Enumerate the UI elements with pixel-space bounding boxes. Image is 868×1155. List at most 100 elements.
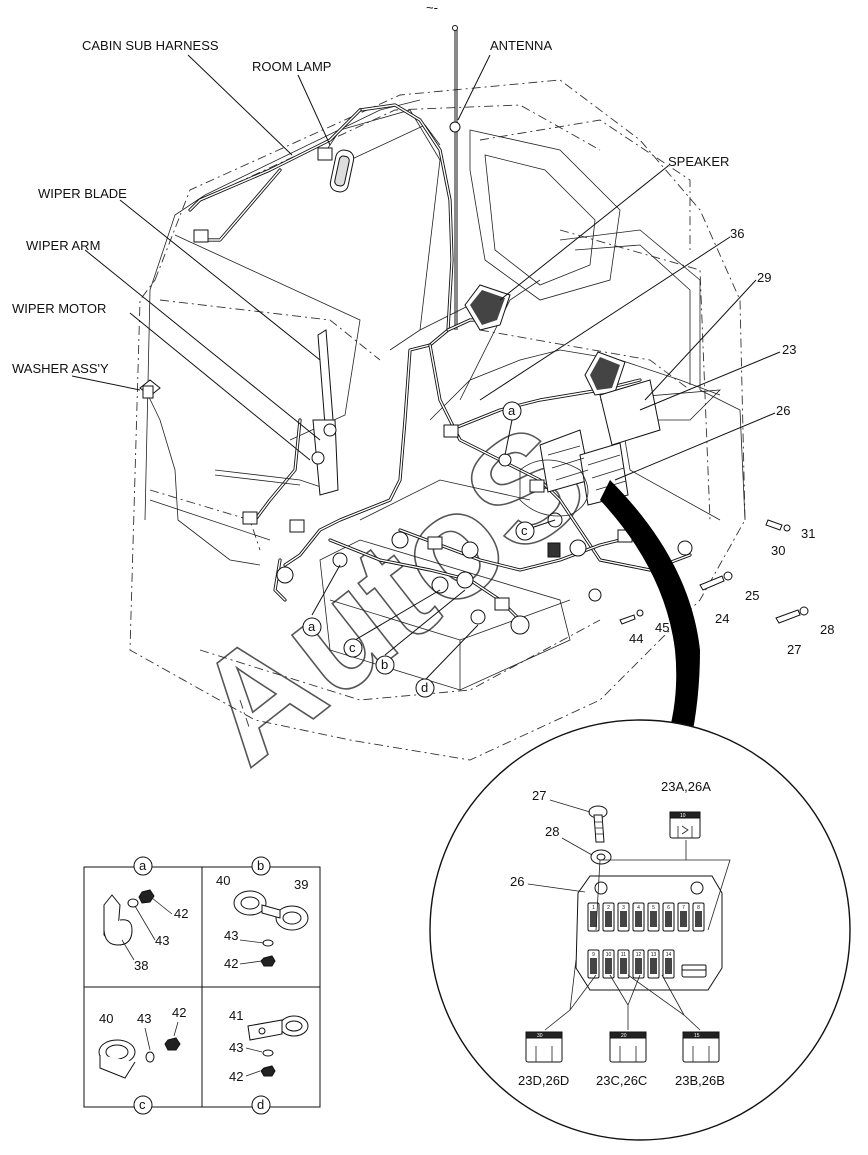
fuse-top: 10 23A,26A — [595, 779, 731, 931]
svg-text:40: 40 — [99, 1011, 113, 1026]
svg-text:26: 26 — [510, 874, 524, 889]
label-wiper-arm: WIPER ARM — [26, 238, 100, 253]
fuse-slot-number: 3 — [622, 905, 625, 911]
fuse-slot-insert — [650, 911, 657, 927]
fuse-slot-number: 6 — [667, 905, 670, 911]
fuse-slot-insert — [620, 911, 627, 927]
speaker-right — [584, 351, 626, 396]
part-23: 23 — [782, 342, 796, 357]
svg-text:23D,26D: 23D,26D — [518, 1073, 569, 1088]
label-speaker: SPEAKER — [668, 154, 729, 169]
top-mark: ~- — [426, 0, 438, 15]
part-31: 31 — [801, 526, 815, 541]
clip-refs: a c a c b d — [302, 401, 535, 698]
fuse-slot-insert — [695, 911, 702, 927]
svg-text:43: 43 — [224, 928, 238, 943]
svg-text:38: 38 — [134, 958, 148, 973]
fuse-slot-insert — [590, 958, 597, 974]
fuse-left: 30 23D,26D — [518, 959, 597, 1088]
part-numbers: 36 29 23 26 31 30 25 24 28 27 45 44 — [629, 226, 834, 657]
part-27: 27 — [787, 642, 801, 657]
svg-text:42: 42 — [172, 1005, 186, 1020]
room-lamp — [329, 149, 355, 193]
fuse-slot-insert — [635, 958, 642, 974]
main-labels: CABIN SUB HARNESS ROOM LAMP ANTENNA SPEA… — [12, 38, 729, 376]
svg-text:43: 43 — [137, 1011, 151, 1026]
fuse-slot-number: 11 — [621, 952, 626, 958]
svg-text:42: 42 — [174, 906, 188, 921]
svg-text:39: 39 — [294, 877, 308, 892]
svg-text:43: 43 — [155, 933, 169, 948]
part-36: 36 — [730, 226, 744, 241]
detail-d: d 41 43 42 — [229, 1008, 309, 1115]
part-44: 44 — [629, 631, 643, 646]
fuse-slot-number: 14 — [666, 952, 672, 958]
leader-lines — [71, 54, 781, 681]
svg-text:15: 15 — [694, 1033, 700, 1039]
clip-detail-box: a 42 43 38 b 40 39 43 42 — [83, 856, 321, 1115]
fuse-slot-insert — [620, 958, 627, 974]
fuse-mid: 20 23C,26C — [596, 974, 647, 1088]
speaker-left — [464, 284, 511, 331]
fuse-slot-insert — [605, 911, 612, 927]
fuse-slot-insert — [650, 958, 657, 974]
fuse-bolt: 27 — [532, 788, 608, 843]
clip-ref-c1: c — [515, 521, 535, 541]
detail-callout-arrow — [519, 459, 700, 745]
svg-text:d: d — [257, 1097, 264, 1112]
part-29: 29 — [757, 270, 771, 285]
label-washer-assy: WASHER ASS'Y — [12, 361, 109, 376]
svg-text:c: c — [139, 1097, 146, 1112]
fuse-slot-insert — [605, 958, 612, 974]
fuse-slot-number: 12 — [636, 952, 642, 958]
fuse-slot-number: 4 — [637, 905, 640, 911]
svg-text:a: a — [508, 403, 516, 418]
fuse-right: 15 23B,26B — [627, 974, 725, 1088]
cabin-outline — [129, 79, 746, 761]
svg-text:23A,26A: 23A,26A — [661, 779, 711, 794]
clip-ref-b: b — [375, 655, 395, 675]
clips — [276, 453, 693, 635]
detail-c: c 40 43 42 — [98, 1005, 186, 1115]
svg-text:27: 27 — [532, 788, 546, 803]
svg-text:23C,26C: 23C,26C — [596, 1073, 647, 1088]
svg-text:10: 10 — [680, 813, 686, 819]
svg-text:41: 41 — [229, 1008, 243, 1023]
fuse-slot-insert — [665, 911, 672, 927]
part-25: 25 — [745, 588, 759, 603]
svg-text:a: a — [139, 858, 147, 873]
clip-ref-d: d — [415, 678, 435, 698]
fuse-slot-number: 2 — [607, 905, 610, 911]
svg-text:30: 30 — [537, 1033, 543, 1039]
part-26: 26 — [776, 403, 790, 418]
svg-text:28: 28 — [545, 824, 559, 839]
fuse-slot-number: 1 — [592, 905, 595, 911]
clip-ref-c2: c — [343, 638, 363, 658]
part-28: 28 — [820, 622, 834, 637]
svg-text:23B,26B: 23B,26B — [675, 1073, 725, 1088]
clip-ref-a2: a — [302, 617, 322, 637]
fuse-slot-number: 13 — [651, 952, 657, 958]
svg-text:20: 20 — [621, 1033, 627, 1039]
svg-text:c: c — [349, 640, 356, 655]
svg-text:c: c — [521, 523, 528, 538]
svg-text:40: 40 — [216, 873, 230, 888]
svg-text:b: b — [381, 657, 388, 672]
fuse-slot-number: 10 — [606, 952, 612, 958]
fuse-slot-number: 9 — [592, 952, 595, 958]
fuse-slot-insert — [590, 911, 597, 927]
label-wiper-blade: WIPER BLADE — [38, 186, 127, 201]
washer-assy — [139, 379, 161, 399]
svg-text:d: d — [421, 680, 428, 695]
svg-text:a: a — [308, 619, 316, 634]
part-30: 30 — [771, 543, 785, 558]
fuse-slot-number: 5 — [652, 905, 655, 911]
antenna — [449, 25, 461, 330]
fuse-slot-insert — [665, 958, 672, 974]
svg-text:43: 43 — [229, 1040, 243, 1055]
fuse-slot-number: 7 — [682, 905, 685, 911]
